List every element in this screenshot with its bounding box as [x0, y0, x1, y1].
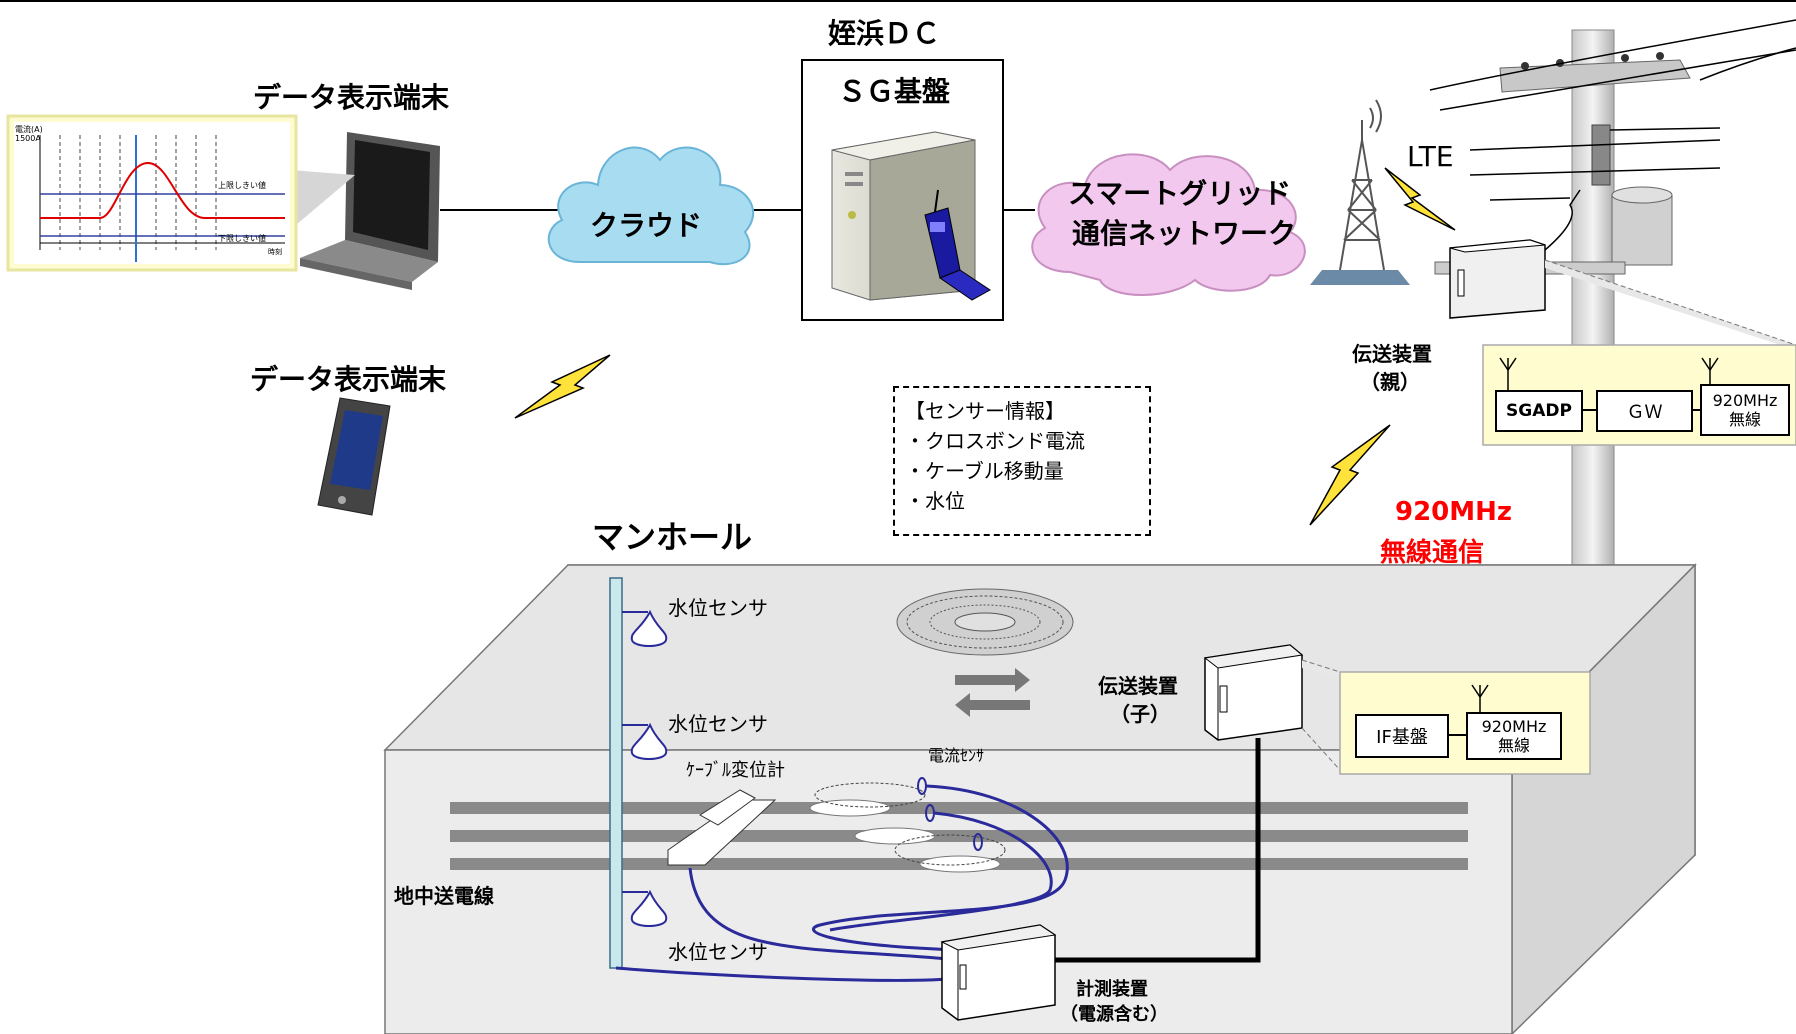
mobile-lightning-icon [514, 354, 611, 419]
measuring-unit-device [940, 924, 1057, 1021]
parent-radio-label-line1: 920MHz [1712, 391, 1778, 410]
sg-platform-label: ＳＧ基盤 [838, 75, 951, 108]
data-terminal-pc-label: データ表示端末 [253, 81, 450, 114]
chart-ylabel-scale: 1500A [15, 134, 41, 143]
wireless-920-label-line2: 無線通信 [1380, 538, 1485, 568]
current-sensor-label: 電流ｾﾝｻ [928, 746, 985, 765]
child-radio-label-line1: 920MHz [1481, 717, 1547, 736]
data-terminal-mobile-label: データ表示端末 [250, 363, 447, 396]
if-board-box: IF基盤 [1355, 714, 1449, 758]
cable-movement-arrows-icon [955, 668, 1030, 717]
transmitter-child-device [1203, 644, 1304, 741]
underground-line-label: 地中送電線 [394, 884, 494, 908]
chart-upper-limit-label: 上限しきい値 [218, 181, 266, 190]
measuring-unit-label-line1: 計測装置 [1076, 979, 1148, 1000]
sensor-info-item: ・ケーブル移動量 [905, 459, 1064, 483]
transmitter-parent-label-line2: （親） [1360, 370, 1420, 394]
network-cloud-icon [1031, 153, 1306, 296]
smart-grid-label-line2: 通信ネットワーク [1072, 217, 1297, 250]
lte-tower-icon [1339, 99, 1385, 271]
child-radio-label-line2: 無線 [1497, 736, 1530, 755]
mobile-terminal-icon [317, 397, 391, 516]
lte-lightning-icon [1384, 167, 1456, 231]
gw-label: ＧＷ [1626, 402, 1663, 423]
chart-lower-limit-label: 下限しきい値 [218, 234, 266, 243]
sensor-info-item: ・水位 [905, 489, 965, 513]
transmitter-parent-device [1434, 189, 1626, 319]
cloud-icon [547, 146, 755, 266]
mobile-phone-icon [924, 189, 991, 301]
transmitter-child-label-line2: （子） [1110, 702, 1170, 726]
transmitter-parent-label-line1: 伝送装置 [1352, 342, 1432, 366]
measuring-unit-label-line2: （電源含む） [1060, 1004, 1168, 1025]
manhole-box [383, 563, 1697, 1034]
dc-name-label: 姪浜ＤＣ [828, 17, 941, 50]
sensor-info-title: 【センサー情報】 [905, 399, 1065, 423]
gw-box: ＧＷ [1596, 390, 1693, 432]
child-radio-box: 920MHz 無線 [1466, 712, 1562, 760]
wireless-920-label-line1: 920MHz [1395, 497, 1513, 527]
cable-meter-label: ｹｰﾌﾞﾙ変位計 [686, 760, 785, 781]
manhole-cover-icon [896, 588, 1074, 656]
920-lightning-icon [1309, 424, 1391, 526]
sensor-info-box: 【センサー情報】 ・クロスボンド電流 ・ケーブル移動量 ・水位 [893, 386, 1151, 536]
smart-grid-label-line1: スマートグリッド [1068, 177, 1292, 210]
water-drop-icon [630, 609, 668, 927]
data-chart-inset [6, 114, 298, 272]
manhole-label: マンホール [592, 518, 753, 556]
if-board-label: IF基盤 [1376, 727, 1428, 748]
chart-time-label: 時刻 [268, 248, 282, 256]
sgadp-label: SGADP [1506, 401, 1572, 421]
chart-ylabel: 電流(A) [15, 125, 43, 134]
water-sensor-label: 水位センサ [668, 712, 768, 736]
cable-displacement-meter [667, 789, 777, 866]
cloud-label: クラウド [590, 209, 703, 242]
parent-radio-box: 920MHz 無線 [1700, 384, 1790, 436]
parent-radio-label-line2: 無線 [1728, 410, 1761, 429]
laptop-icon [300, 132, 440, 290]
transmitter-child-label-line1: 伝送装置 [1098, 674, 1178, 698]
water-sensor-label: 水位センサ [668, 940, 768, 964]
sgadp-box: SGADP [1495, 390, 1583, 432]
sensor-wiring [615, 784, 1069, 982]
water-sensor-label: 水位センサ [668, 596, 768, 620]
lte-label: LTE [1407, 140, 1454, 173]
water-level-pole [609, 577, 623, 969]
power-signal-cable [1055, 738, 1261, 963]
sensor-info-item: ・クロスボンド電流 [905, 429, 1085, 453]
